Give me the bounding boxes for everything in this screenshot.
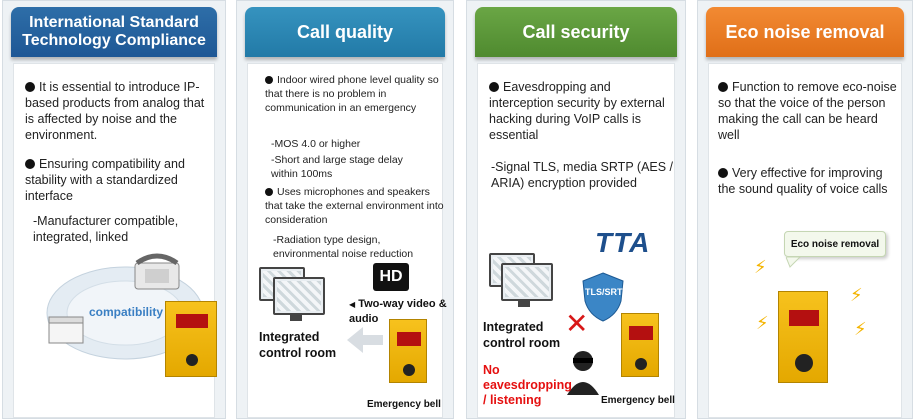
- compatibility-label: compatibility: [89, 305, 164, 319]
- no-eavesdropping-warning: No eavesdropping / listening: [483, 363, 572, 407]
- quality-sub-3: -Radiation type design, environmental no…: [273, 234, 414, 260]
- monitor-icon: [273, 277, 325, 321]
- tta-logo: TTA: [595, 227, 651, 258]
- emergency-bell-icon: [165, 301, 217, 377]
- quality-bullet-2: Uses microphones and speakers that take …: [265, 186, 444, 226]
- noise-spark-icon: ⚡: [754, 257, 767, 277]
- arrow-icon: [347, 327, 383, 353]
- integrated-room-label: Integrated control room: [259, 330, 337, 360]
- noise-spark-icon: ⚡: [850, 285, 863, 305]
- cross-icon: ✕: [565, 308, 589, 339]
- bullet-icon: [489, 82, 499, 92]
- quality-sub-2: -Short and large stage delay within 100m…: [271, 154, 403, 180]
- eco-bubble-label: Eco noise removal: [784, 231, 886, 257]
- compliance-bullet-2: Ensuring compatibility and stability wit…: [25, 157, 185, 203]
- bubble-tail: [786, 257, 801, 268]
- bullet-icon: [25, 82, 35, 92]
- bullet-icon: [718, 82, 728, 92]
- integrated-room-label: Integrated control room: [483, 320, 561, 350]
- security-bullet-1: Eavesdropping and interception security …: [489, 80, 665, 142]
- bullet-icon: [25, 159, 35, 169]
- video-label: ◀ Two-way video & audio: [349, 298, 447, 325]
- bullet-icon: [265, 76, 273, 84]
- compliance-bullet-1: It is essential to introduce IP-based pr…: [25, 80, 205, 142]
- emergency-bell-icon: [389, 319, 427, 383]
- noise-spark-icon: ⚡: [756, 313, 769, 333]
- eco-title: Eco noise removal: [706, 7, 904, 57]
- security-sub-1: -Signal TLS, media SRTP (AES / ARIA) enc…: [491, 160, 674, 190]
- eco-bullet-2: Very effective for improving the sound q…: [718, 166, 888, 196]
- emergency-bell-icon: [778, 291, 828, 383]
- hacker-icon: [567, 351, 599, 395]
- phone-icon: [134, 253, 180, 290]
- quality-sub-1: -MOS 4.0 or higher: [271, 138, 361, 150]
- compliance-sub-1: -Manufacturer compatible, integrated, li…: [33, 214, 179, 244]
- noise-spark-icon: ⚡: [854, 319, 867, 339]
- compatibility-illustration: [46, 266, 204, 360]
- hd-camera-icon: HD: [373, 263, 409, 291]
- quality-bullet-1: Indoor wired phone level quality so that…: [265, 74, 439, 114]
- bullet-icon: [265, 188, 273, 196]
- eco-panel: Eco noise removal Function to remove eco…: [697, 0, 913, 419]
- security-title: Call security: [475, 7, 677, 57]
- emergency-bell-icon: [621, 313, 659, 377]
- bullet-icon: [718, 168, 728, 178]
- quality-panel: Call quality Indoor wired phone level qu…: [236, 0, 454, 419]
- security-panel: Call security Eavesdropping and intercep…: [466, 0, 686, 419]
- monitor-icon: [501, 263, 553, 307]
- shield-icon: [582, 272, 624, 322]
- emergency-bell-label: Emergency bell: [367, 399, 441, 410]
- router-icon: [48, 316, 84, 344]
- eco-bullet-1: Function to remove eco-noise so that the…: [718, 80, 897, 142]
- emergency-bell-label: Emergency bell: [601, 395, 675, 406]
- quality-title: Call quality: [245, 7, 445, 57]
- shield-text: TLS/SRTP: [585, 287, 629, 297]
